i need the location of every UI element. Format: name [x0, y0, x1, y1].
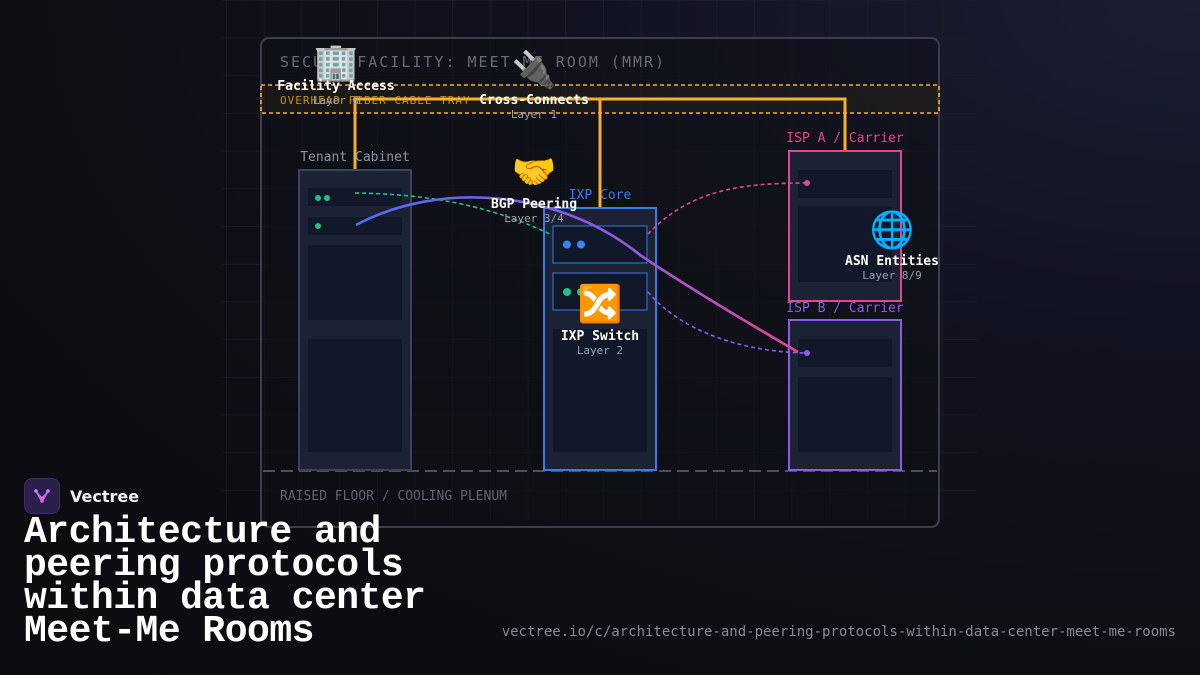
status-led — [577, 240, 585, 249]
tenant-server-1 — [308, 188, 402, 206]
isp-a-cabinet: ISP A / Carrier — [786, 131, 904, 302]
fiber-runs — [353, 97, 847, 208]
callout-subtitle: Layer 3/4 — [504, 212, 564, 225]
plug-icon: 🔌 — [512, 49, 557, 91]
isp-a-label: ISP A / Carrier — [786, 131, 904, 146]
isp-a-unit-2 — [798, 207, 892, 282]
ixp-lower-unit — [553, 329, 647, 452]
status-led — [577, 288, 585, 296]
callout-title: IXP Switch — [561, 329, 639, 344]
status-led — [324, 195, 330, 201]
tenant-cabinet-label: Tenant Cabinet — [300, 150, 410, 165]
callout-bgp-peering: 🤝 BGP Peering Layer 3/4 — [491, 152, 577, 225]
tenant-server-2 — [308, 217, 402, 235]
isp-a-unit-1 — [798, 170, 892, 198]
bgp-session-curve — [355, 196, 799, 354]
tenant-server-4 — [308, 339, 402, 452]
callout-subtitle: Layer 1 — [511, 108, 557, 121]
callout-ixp-switch: 🔀 IXP Switch Layer 2 — [561, 283, 639, 357]
globe-icon: 🌐 — [870, 209, 915, 251]
callout-facility-access: 🏢 Facility Access Layer 0 — [277, 42, 394, 107]
callout-title: Cross-Connects — [479, 93, 589, 108]
ixp-core-label: IXP Core — [569, 188, 632, 203]
page-title: Architecture and peering protocols withi… — [24, 511, 426, 653]
ixp-isp-b-cross-connect — [647, 291, 808, 354]
building-icon: 🏢 — [314, 42, 359, 83]
callout-subtitle: Layer 8/9 — [862, 269, 922, 282]
ixp-switch-unit-1 — [552, 225, 648, 264]
callout-title: ASN Entities — [845, 254, 939, 269]
isp-b-unit-1 — [798, 339, 892, 367]
callout-cross-connects: 🔌 Cross-Connects Layer 1 — [479, 49, 589, 121]
tenant-cabinet: Tenant Cabinet — [298, 150, 412, 471]
isp-b-cabinet: ISP B / Carrier — [786, 301, 904, 471]
vectree-logo-icon — [24, 478, 60, 514]
brand: Vectree — [24, 478, 140, 514]
brand-name: Vectree — [70, 486, 140, 506]
callout-title: BGP Peering — [491, 197, 577, 212]
tenant-ixp-cross-connect — [354, 192, 553, 236]
tenant-server-3 — [308, 245, 402, 320]
floor-label: RAISED FLOOR / COOLING PLENUM — [280, 489, 507, 504]
status-led — [315, 223, 321, 229]
isp-b-label: ISP B / Carrier — [786, 301, 904, 316]
room-title: SECURE FACILITY: MEET-ME ROOM (MMR) — [280, 53, 666, 71]
shuffle-icon: 🔀 — [578, 283, 623, 325]
handshake-icon: 🤝 — [512, 152, 557, 193]
status-led — [563, 240, 571, 249]
status-led — [315, 195, 321, 201]
ixp-isp-a-cross-connect — [647, 182, 808, 235]
callout-subtitle: Layer 0 — [313, 94, 359, 107]
isp-b-unit-2 — [798, 377, 892, 452]
callout-title: Facility Access — [277, 79, 394, 94]
status-led — [563, 288, 571, 296]
ixp-core-cabinet: IXP Core — [543, 188, 657, 471]
page-url[interactable]: vectree.io/c/architecture-and-peering-pr… — [501, 624, 1176, 640]
isp-a-port-dot — [804, 180, 810, 186]
callout-asn-entities: 🌐 ASN Entities Layer 8/9 — [845, 209, 939, 282]
callout-subtitle: Layer 2 — [577, 344, 623, 357]
isp-b-port-dot — [804, 350, 810, 356]
